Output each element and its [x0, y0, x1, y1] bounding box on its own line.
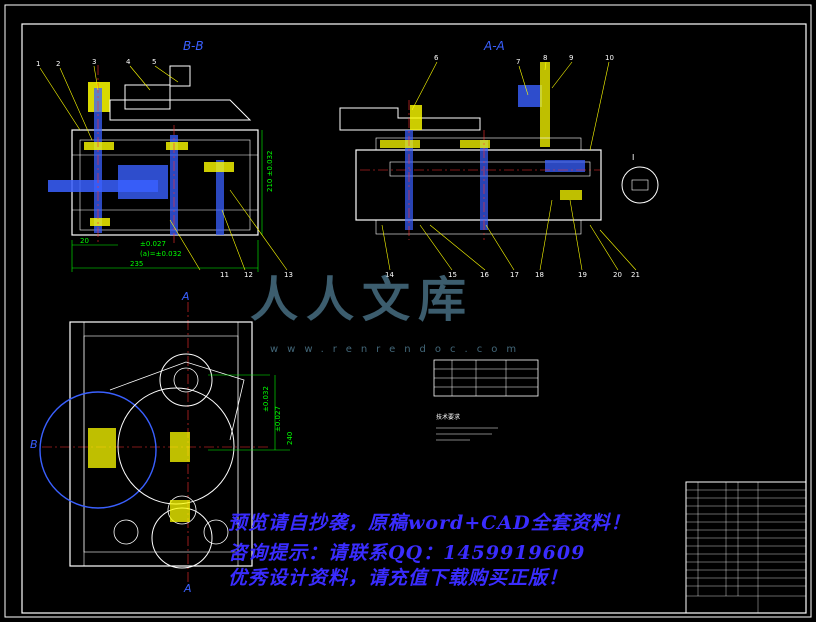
inner-border	[21, 23, 807, 614]
part-21: 21	[631, 271, 640, 279]
view-bb: B-B 235 20 ±0.027 (a)=±0.032 2	[36, 39, 293, 279]
part-20: 20	[613, 271, 622, 279]
dim-235: 235	[130, 260, 143, 268]
title-block	[685, 481, 807, 614]
section-a-bottom: A	[183, 582, 192, 595]
part-4: 4	[126, 58, 131, 66]
part-10: 10	[605, 54, 614, 62]
part-19: 19	[578, 271, 587, 279]
part-14: 14	[385, 271, 394, 279]
part-15: 15	[448, 271, 457, 279]
part-17: 17	[510, 271, 519, 279]
part-9: 9	[569, 54, 573, 62]
part-16: 16	[480, 271, 489, 279]
dim-plan-a: ±0.032	[262, 386, 270, 412]
part-12: 12	[244, 271, 253, 279]
dim-tol2: (a)=±0.032	[140, 250, 182, 258]
dim-vertical-210: 210 ±0.032	[266, 151, 274, 193]
watermark-line-1: 预览请自抄袭，原稿word+CAD全套资料！	[228, 512, 631, 534]
dim-tol1: ±0.027	[140, 240, 166, 248]
view-bb-title: B-B	[183, 39, 204, 53]
watermark-line-3: 优秀设计资料，请充值下载购买正版！	[228, 567, 569, 589]
part-11: 11	[220, 271, 229, 279]
watermark-line-2: 咨询提示：请联系QQ：1459919609	[228, 542, 586, 564]
dim-20: 20	[80, 237, 89, 245]
part-3: 3	[92, 58, 96, 66]
plan-view: A A B ±0.032 ±0.027 240	[30, 290, 294, 595]
watermark-url: www.renrendoc.com	[270, 344, 526, 355]
part-7: 7	[516, 58, 520, 66]
part-6: 6	[434, 54, 439, 62]
part-13: 13	[284, 271, 293, 279]
dim-plan-b: ±0.027	[274, 406, 282, 432]
part-5: 5	[152, 58, 156, 66]
part-1: 1	[36, 60, 40, 68]
tech-notes-title: 技术要求	[436, 413, 460, 421]
parameter-table: 技术要求	[433, 359, 539, 441]
part-18: 18	[535, 271, 544, 279]
watermark-logo: 人人文库	[250, 272, 475, 328]
view-aa: A-A I 6 7 8	[339, 39, 659, 279]
detail-label: I	[632, 153, 634, 162]
section-b-left: B	[30, 438, 38, 451]
part-2: 2	[56, 60, 60, 68]
outer-border	[4, 4, 812, 618]
view-aa-title: A-A	[483, 39, 505, 53]
section-a-top: A	[181, 290, 190, 303]
part-8: 8	[543, 54, 547, 62]
dim-plan-c: 240	[286, 432, 294, 445]
